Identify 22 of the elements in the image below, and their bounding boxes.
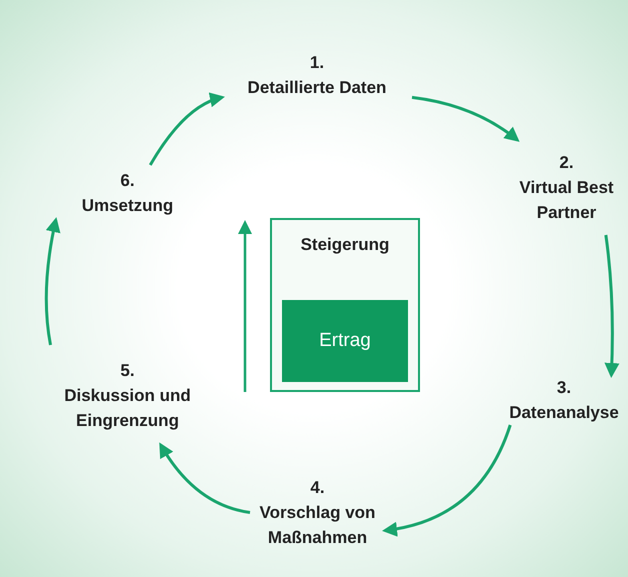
- step-number: 6.: [120, 170, 135, 192]
- frame-box: [270, 218, 420, 392]
- box-label: Ertrag: [319, 329, 371, 353]
- curved-arrow: [604, 234, 620, 378]
- step-number: 1.: [310, 52, 324, 74]
- step-label: Detaillierte Daten: [248, 77, 386, 99]
- result-box: [282, 300, 408, 382]
- step-label: Virtual Best Partner: [518, 177, 615, 224]
- step-number: 4.: [310, 477, 325, 499]
- curved-arrow: [159, 442, 250, 514]
- step-label: Umsetzung: [82, 194, 174, 217]
- curved-arrow: [412, 96, 520, 142]
- step-number: 2.: [559, 152, 574, 174]
- step-number: 5.: [120, 360, 135, 382]
- curved-arrow: [148, 93, 225, 166]
- curved-arrow: [382, 424, 512, 536]
- step-label: Vorschlag von Maßnahmen: [258, 502, 376, 549]
- box-label: Steigerung: [300, 234, 390, 256]
- step-number: 3.: [556, 377, 572, 399]
- curved-arrow: [44, 217, 61, 346]
- step-label: Datenanalyse: [509, 402, 619, 424]
- step-label: Diskussion und Eingrenzung: [63, 384, 192, 432]
